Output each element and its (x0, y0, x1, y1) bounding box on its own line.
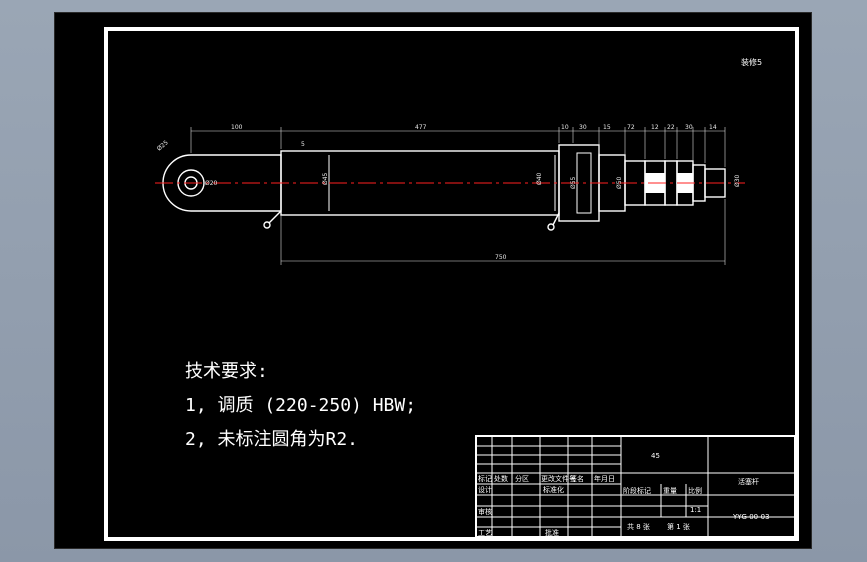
svg-text:Ø55: Ø55 (570, 176, 577, 189)
svg-text:22: 22 (667, 124, 675, 131)
dimension-lines (190, 127, 726, 265)
piston-rod-part (162, 144, 726, 231)
svg-text:标准化: 标准化 (543, 485, 564, 494)
svg-text:Ø25: Ø25 (156, 139, 170, 152)
svg-text:更改文件号: 更改文件号 (541, 474, 576, 483)
code-label: 装修5 (741, 57, 762, 67)
cad-viewport[interactable]: 装修5 (54, 12, 812, 549)
svg-text:Ø45: Ø45 (322, 172, 329, 185)
drawing-border (104, 27, 799, 541)
svg-text:分区: 分区 (515, 474, 529, 483)
svg-text:15: 15 (603, 124, 611, 131)
svg-text:10: 10 (561, 124, 569, 131)
svg-text:共 8 张: 共 8 张 (627, 522, 650, 531)
svg-text:Ø50: Ø50 (616, 176, 623, 189)
svg-text:重量: 重量 (663, 487, 677, 495)
svg-text:14: 14 (709, 124, 717, 131)
svg-text:比例: 比例 (688, 486, 702, 495)
svg-text:100: 100 (231, 124, 243, 131)
dimension-texts: 100 5 477 10 30 15 72 12 22 30 14 750 Ø2… (156, 124, 741, 261)
svg-text:Ø20: Ø20 (205, 180, 218, 187)
tech-req-item-1: 1, 调质 (220-250) HBW; (185, 395, 416, 416)
svg-text:30: 30 (579, 124, 587, 131)
title-block (475, 435, 796, 538)
svg-text:年月日: 年月日 (594, 474, 615, 483)
svg-text:477: 477 (415, 124, 427, 131)
part-name: 活塞杆 (738, 477, 759, 486)
rod-eye-outline (162, 154, 282, 212)
title-block-text: 标记 处数 分区 更改文件号 签名 年月日 设计 标准化 审核 工艺 批准 45… (478, 452, 770, 537)
tech-req-heading: 技术要求: (185, 361, 268, 382)
svg-text:Ø40: Ø40 (536, 172, 543, 185)
tech-req-item-2: 2, 未标注圆角为R2. (185, 429, 358, 450)
svg-text:标记: 标记 (478, 474, 492, 483)
svg-text:1:1: 1:1 (690, 506, 701, 514)
svg-text:72: 72 (627, 124, 635, 131)
svg-text:5: 5 (301, 141, 305, 148)
svg-text:750: 750 (495, 254, 507, 261)
cad-drawing: 装修5 (104, 27, 799, 541)
material-label: 45 (651, 452, 660, 460)
svg-text:12: 12 (651, 124, 659, 131)
svg-text:批准: 批准 (545, 528, 559, 537)
svg-text:阶段标记: 阶段标记 (623, 486, 651, 495)
svg-text:工艺: 工艺 (478, 529, 492, 537)
svg-text:30: 30 (685, 124, 693, 131)
svg-text:签名: 签名 (570, 474, 584, 483)
drawing-number: YYG 00-03 (732, 513, 770, 521)
svg-text:第 1 张: 第 1 张 (667, 522, 690, 531)
svg-text:处数: 处数 (494, 474, 508, 483)
svg-text:设计: 设计 (478, 485, 492, 494)
svg-text:Ø30: Ø30 (734, 174, 741, 187)
shaft-tip (704, 168, 726, 198)
svg-text:审核: 审核 (478, 507, 492, 516)
